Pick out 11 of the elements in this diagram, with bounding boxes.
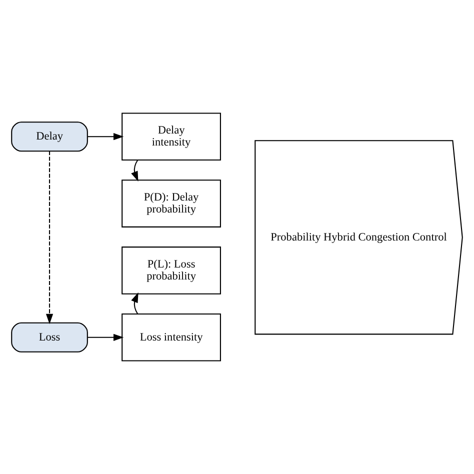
node-box: Loss [11,322,88,352]
node-box: Loss intensity [122,313,221,362]
arrow [131,160,138,182]
arrow [131,292,138,314]
node-box: P(L): Loss probability [122,246,221,294]
arrow [88,133,124,140]
arrow [46,151,54,324]
node-box: Delay [11,122,88,152]
node-box: Delay intensity [122,112,221,161]
arrow [88,334,124,341]
node-box: P(D): Delay probability [122,180,221,228]
